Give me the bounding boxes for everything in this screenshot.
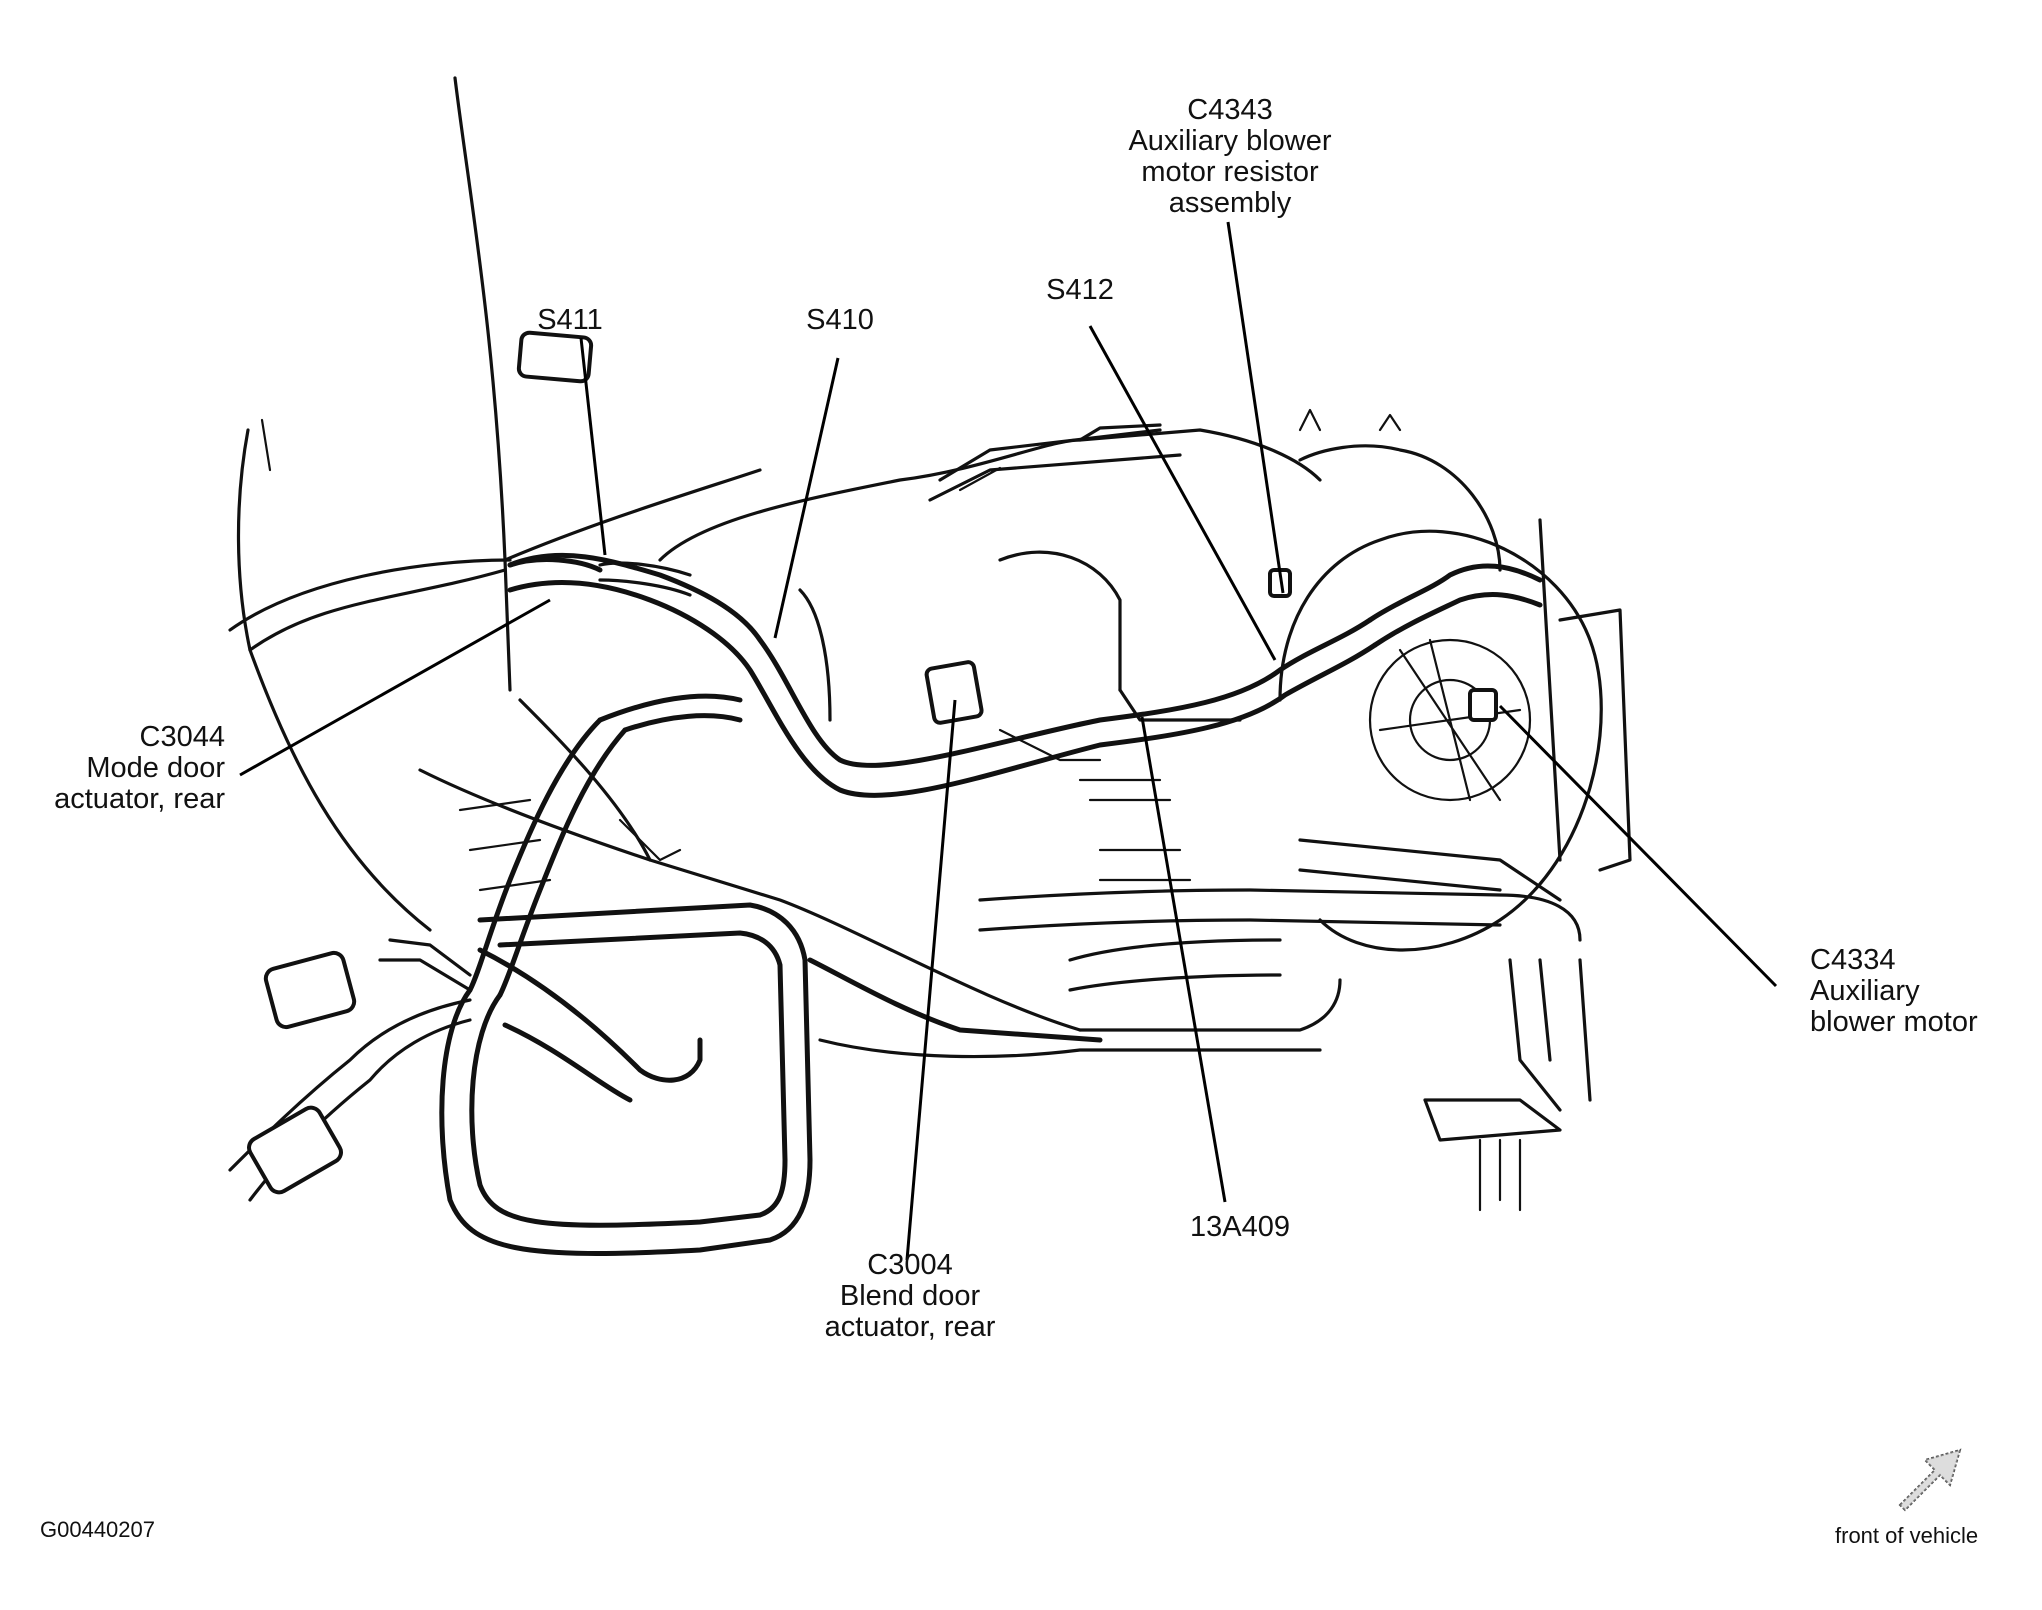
leader-s412: [1088, 325, 1277, 661]
label-c3044-desc-1: Mode door: [86, 752, 225, 784]
connectors: [247, 330, 1498, 1195]
blower-housing: [1278, 408, 1632, 952]
label-s412: S412: [1020, 275, 1140, 306]
hvac-housing: [228, 76, 1342, 1059]
label-c3044-id: C3044: [139, 721, 225, 753]
dotted-arrow-icon: [1898, 1448, 1962, 1512]
label-c4334-desc-1: Auxiliary: [1810, 975, 1920, 1007]
leader-c3044: [239, 598, 551, 777]
orientation-caption: front of vehicle: [1835, 1524, 2035, 1548]
label-c4334-desc-2: blower motor: [1810, 1006, 1978, 1038]
label-c3004-desc-2: actuator, rear: [824, 1311, 996, 1343]
leader-lines: [239, 221, 1778, 1261]
leader-s410: [773, 357, 840, 639]
label-c4334-id: C4334: [1810, 944, 1896, 976]
figure-id: G00440207: [40, 1518, 240, 1542]
label-c3004-desc-1: Blend door: [839, 1280, 981, 1312]
label-c4343-id: C4343: [1187, 94, 1273, 126]
label-c4334: C4334 Auxiliary blower motor: [1810, 945, 2030, 1038]
label-s412-text: S412: [1046, 274, 1114, 306]
leader-c3004: [905, 699, 957, 1261]
label-c4343-desc-2: motor resistor: [1141, 156, 1319, 188]
label-c3004: C3004 Blend door actuator, rear: [780, 1250, 1040, 1343]
label-c3044-desc-2: actuator, rear: [54, 783, 225, 815]
main-harness: [228, 552, 1543, 1256]
leader-c4343: [1226, 221, 1285, 594]
orientation-caption-text: front of vehicle: [1835, 1523, 1979, 1548]
leader-13a409: [1140, 716, 1227, 1203]
label-c3044: C3044 Mode door actuator, rear: [10, 722, 225, 815]
label-s411: S411: [510, 305, 630, 336]
label-s411-text: S411: [537, 304, 603, 336]
heater-tubes: [978, 838, 1592, 1212]
leader-s411: [579, 337, 607, 556]
figure-id-text: G00440207: [40, 1517, 155, 1542]
label-c4343-desc-3: assembly: [1168, 187, 1292, 219]
label-part-number: 13A409: [1160, 1212, 1320, 1243]
label-c4343-desc-1: Auxiliary blower: [1128, 125, 1332, 157]
label-c4343: C4343 Auxiliary blower motor resistor as…: [1080, 95, 1380, 219]
leader-c4334: [1498, 704, 1778, 988]
label-c3004-id: C3004: [867, 1249, 953, 1281]
label-s410: S410: [780, 305, 900, 336]
label-s410-text: S410: [806, 304, 874, 336]
label-part-number-text: 13A409: [1190, 1211, 1290, 1243]
